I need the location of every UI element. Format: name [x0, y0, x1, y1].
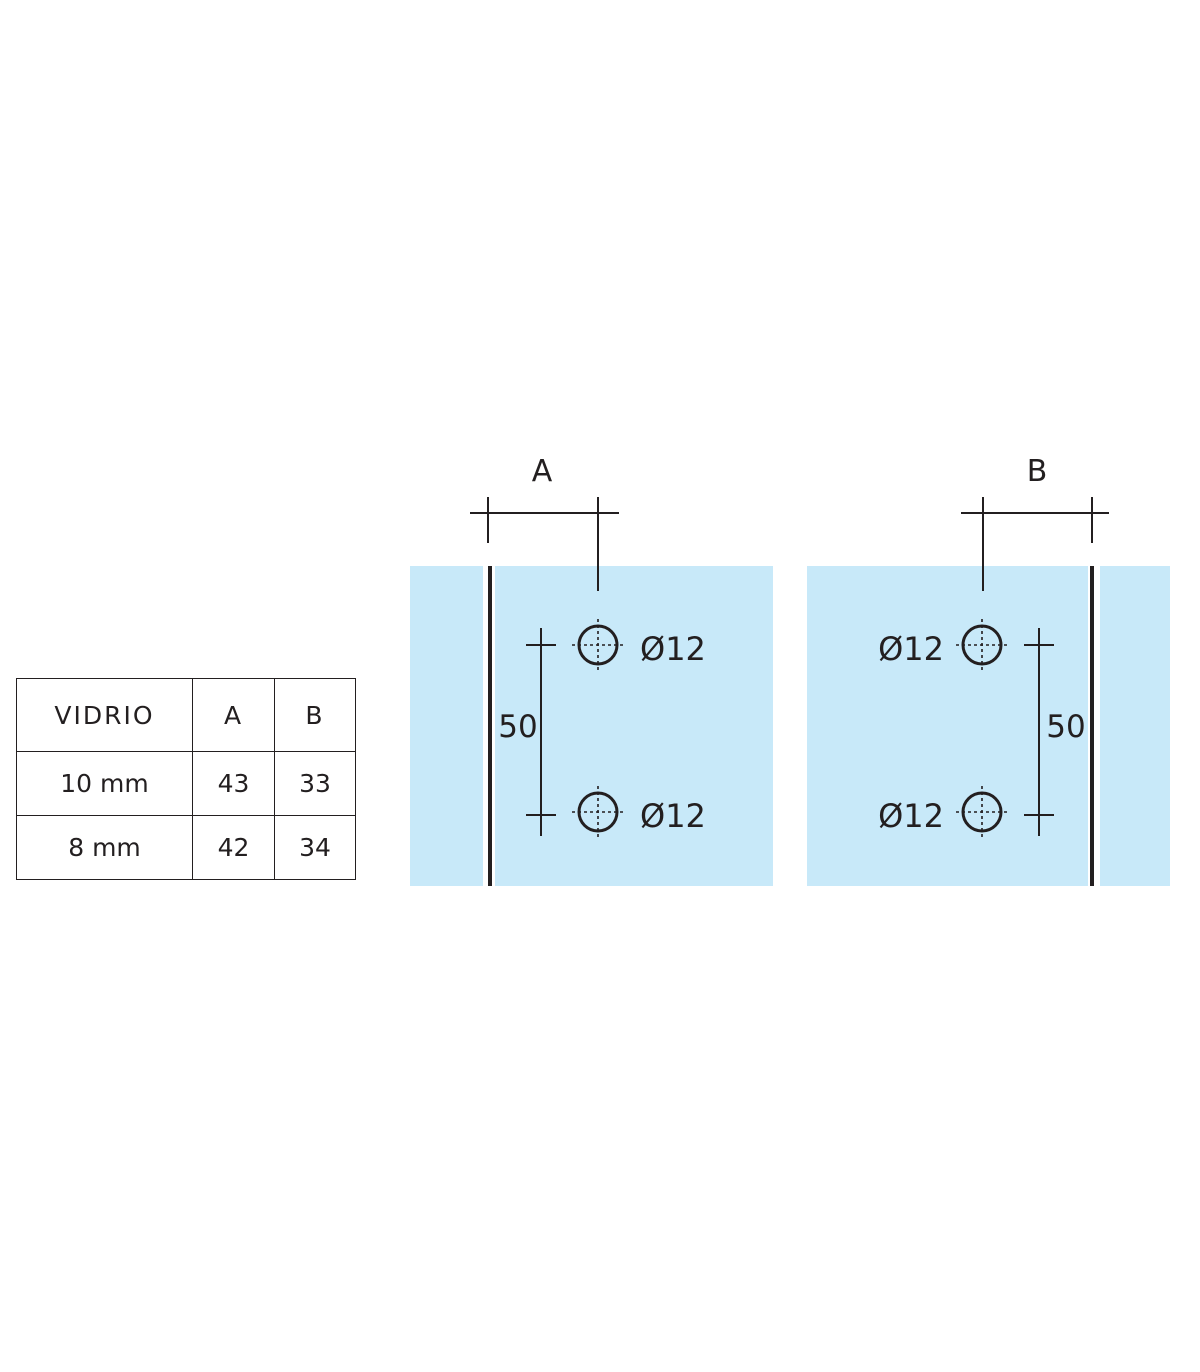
table-row: 10 mm 43 33: [16, 751, 356, 816]
dimension-label-a: A: [532, 454, 553, 489]
hole-bottom-b: [956, 786, 1008, 838]
glass-panel-a: [410, 566, 773, 886]
row-8mm-b: 34: [274, 815, 356, 880]
dimension-line-b: [961, 497, 1109, 591]
spacing-label-a: 50: [498, 709, 537, 745]
table-header-row: VIDRIO A B: [16, 678, 356, 752]
hole-top-a: [572, 619, 624, 671]
hole-bottom-label-b: Ø12: [878, 797, 944, 835]
row-10mm-a: 43: [192, 751, 275, 816]
hole-top-b: [956, 619, 1008, 671]
diagram-b: B 50 Ø12 Ø12: [807, 454, 1170, 886]
glass-thickness-table: VIDRIO A B 10 mm 43 33 8 mm 42 34: [16, 678, 356, 880]
dimension-line-a: [470, 497, 619, 591]
spacing-line-a: [526, 628, 556, 836]
glass-panel-b: [807, 566, 1170, 886]
row-8mm-a: 42: [192, 815, 275, 880]
hole-bottom-a: [572, 786, 624, 838]
hole-top-label-b: Ø12: [878, 630, 944, 668]
table-row: 8 mm 42 34: [16, 815, 356, 880]
hole-top-label-a: Ø12: [640, 630, 706, 668]
dimension-label-b: B: [1027, 454, 1048, 489]
hole-bottom-label-a: Ø12: [640, 797, 706, 835]
row-10mm-thickness: 10 mm: [16, 751, 193, 816]
row-10mm-b: 33: [274, 751, 356, 816]
spacing-line-b: [1024, 628, 1054, 836]
header-vidrio: VIDRIO: [16, 678, 193, 752]
row-8mm-thickness: 8 mm: [16, 815, 193, 880]
diagram-a: A 50 Ø12 Ø12: [410, 454, 773, 886]
header-a: A: [192, 678, 275, 752]
spacing-label-b: 50: [1046, 709, 1085, 745]
header-b: B: [274, 678, 356, 752]
